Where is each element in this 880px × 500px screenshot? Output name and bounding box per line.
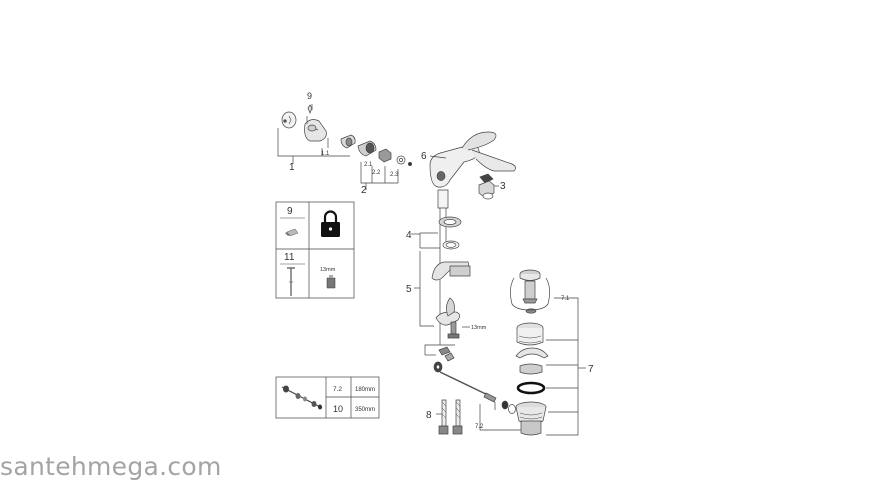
watermark: santehmega.com bbox=[0, 452, 222, 481]
callout-1: 1 bbox=[289, 162, 295, 173]
tools-row1-label: 9 bbox=[287, 206, 293, 217]
callout-1-1: 1.1 bbox=[321, 151, 330, 157]
hose-row1-label: 7.2 bbox=[333, 386, 342, 393]
aerator-part-3 bbox=[478, 173, 495, 200]
callout-2: 2 bbox=[361, 185, 367, 196]
gasket-part-4 bbox=[438, 216, 462, 250]
callout-4: 4 bbox=[406, 230, 412, 241]
callout-8: 8 bbox=[426, 410, 432, 421]
tools-row2-size: 13mm bbox=[320, 267, 336, 273]
cartridge-part-1-1 bbox=[340, 134, 356, 149]
faucet-body-part-6 bbox=[429, 131, 516, 209]
callout-5: 5 bbox=[406, 284, 412, 295]
screw-part-9 bbox=[307, 104, 313, 114]
callout-7-1: 7.1 bbox=[561, 296, 570, 302]
nut-part-2-2 bbox=[378, 148, 392, 163]
hex-key-icon bbox=[287, 267, 295, 296]
supply-hose-part-8 bbox=[438, 399, 463, 435]
hose-row2-label: 10 bbox=[333, 404, 343, 414]
callout-6: 6 bbox=[421, 151, 427, 162]
rod-assembly-icon bbox=[281, 385, 323, 410]
drain-flange-part-7 bbox=[515, 322, 549, 436]
callout-2-3: 2.3 bbox=[390, 172, 399, 178]
washer-part-2-3 bbox=[396, 155, 412, 166]
callout-2-2: 2.2 bbox=[372, 170, 381, 176]
linkage-parts-7-2 bbox=[433, 346, 516, 414]
dimension-13mm: 13mm bbox=[471, 325, 487, 331]
callout-7-2: 7.2 bbox=[475, 424, 484, 430]
tools-row2-label: 11 bbox=[284, 252, 295, 263]
screw-icon bbox=[285, 228, 299, 237]
handle-cap-part bbox=[281, 111, 297, 129]
hose-row1-length: 180mm bbox=[355, 387, 375, 393]
cartridge-part-2-1 bbox=[357, 140, 377, 157]
padlock-icon bbox=[321, 210, 340, 237]
hose-row2-length: 350mm bbox=[355, 407, 375, 413]
mounting-bracket-part-5 bbox=[431, 261, 471, 339]
handle-lever-part bbox=[304, 119, 327, 142]
socket-icon bbox=[326, 275, 336, 289]
callout-2-1: 2.1 bbox=[364, 162, 373, 168]
callout-7: 7 bbox=[588, 364, 594, 375]
callout-9: 9 bbox=[307, 91, 312, 101]
pop-up-plug-part-7-1 bbox=[510, 269, 550, 314]
hose-length-table: 7.2 180mm 10 350mm bbox=[275, 376, 380, 419]
tools-table: 9 11 13mm bbox=[275, 201, 355, 299]
callout-3: 3 bbox=[500, 181, 506, 192]
